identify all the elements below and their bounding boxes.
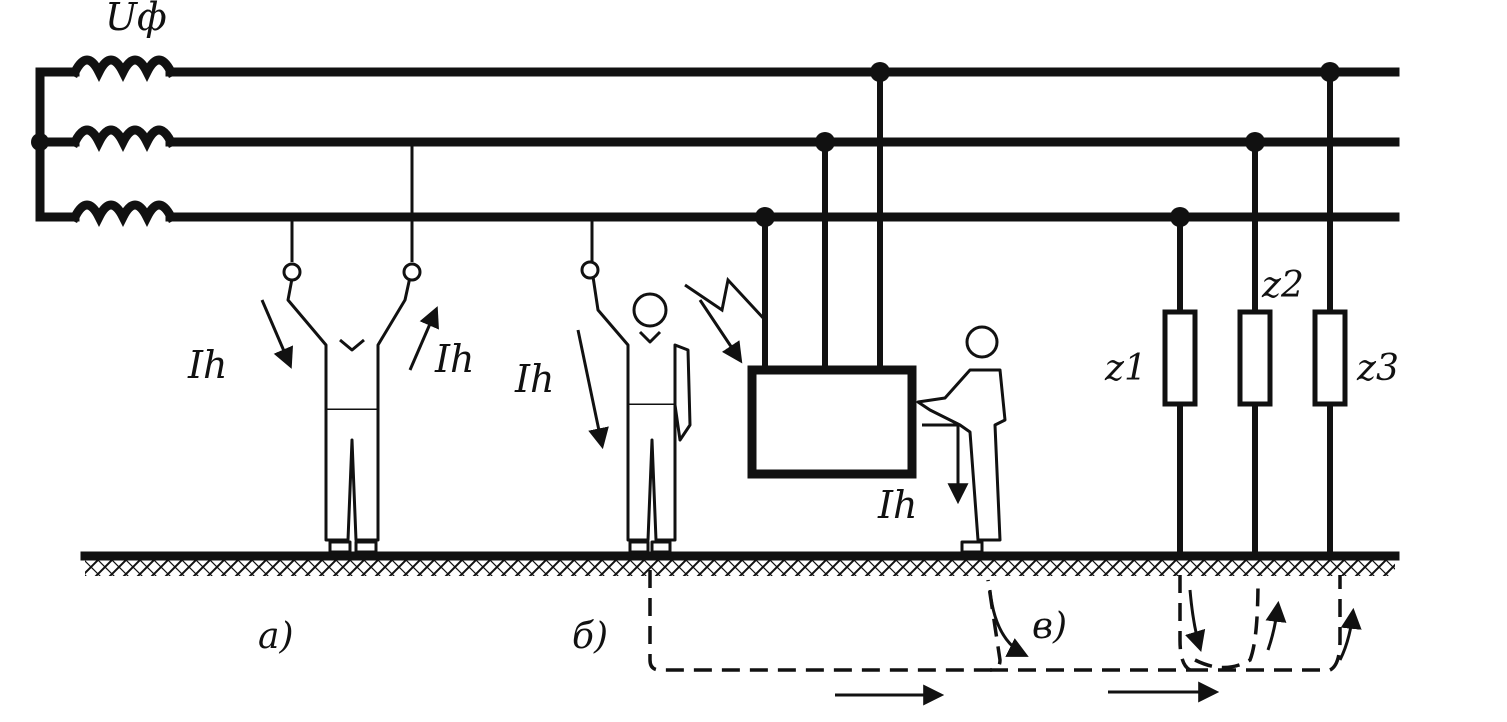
person-v bbox=[916, 325, 1007, 554]
case-b: Ih б) bbox=[514, 217, 692, 657]
line-impedances: z1 z2 z3 bbox=[1104, 62, 1399, 556]
impedance-z3 bbox=[1312, 309, 1348, 407]
current-label-a-left: Ih bbox=[187, 343, 227, 387]
case-label-a: a) bbox=[258, 616, 294, 657]
three-phase-source: Uф bbox=[31, 0, 178, 228]
impedance-z1 bbox=[1162, 309, 1198, 407]
person-b bbox=[580, 260, 692, 554]
phase-lines bbox=[165, 67, 1400, 222]
case-label-b: б) bbox=[572, 616, 608, 657]
case-v: Ih в) bbox=[684, 62, 1067, 647]
person-a bbox=[282, 262, 422, 554]
z1-label: z1 bbox=[1104, 348, 1147, 389]
phase-voltage-label: Uф bbox=[105, 0, 167, 39]
case-a: Ih Ih a) bbox=[187, 142, 474, 657]
equipment-enclosure bbox=[747, 365, 917, 479]
current-label-a-right: Ih bbox=[434, 337, 474, 381]
winding-1 bbox=[68, 55, 178, 83]
current-label-v: Ih bbox=[877, 483, 917, 527]
z3-label: z3 bbox=[1356, 348, 1399, 389]
ground-current-paths bbox=[648, 570, 1362, 706]
ground bbox=[80, 551, 1400, 576]
case-label-v: в) bbox=[1032, 606, 1067, 647]
winding-2 bbox=[68, 125, 178, 153]
winding-3 bbox=[68, 200, 178, 228]
impedance-z2 bbox=[1237, 309, 1273, 407]
fault-lightning bbox=[684, 276, 767, 360]
current-label-b: Ih bbox=[514, 357, 554, 401]
z2-label: z2 bbox=[1261, 265, 1304, 306]
